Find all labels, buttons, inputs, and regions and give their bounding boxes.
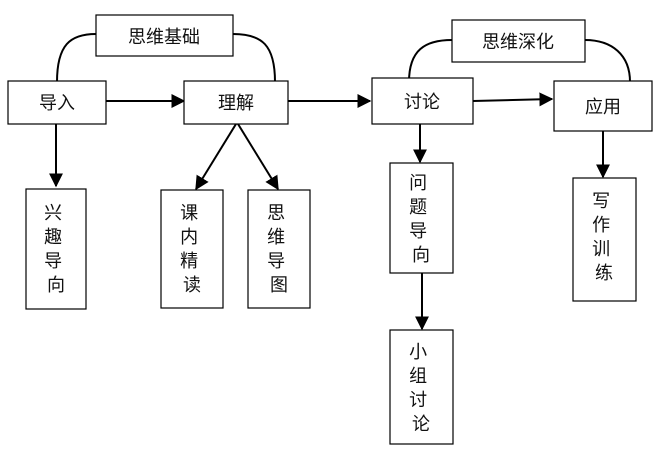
arrow-lijie-siwei-daotu bbox=[237, 123, 279, 191]
node-xingqu-daoxiang: 兴 趣 导 向 bbox=[44, 203, 68, 296]
node-siwei-shenhua-box bbox=[451, 19, 586, 63]
node-siwei-shenhua: 思维深化 bbox=[482, 32, 554, 53]
node-yingyong: 应用 bbox=[585, 97, 621, 118]
arrow-taolun-yingyong bbox=[472, 92, 554, 107]
arc-siwei-shenhua bbox=[408, 39, 453, 83]
node-kenei-jingdu-box bbox=[160, 189, 224, 309]
node-xiaozu-taolun: 小 组 讨 论 bbox=[409, 342, 433, 435]
node-taolun: 讨论 bbox=[404, 92, 440, 113]
node-siwei-daotu-box bbox=[247, 189, 311, 309]
node-xiezuo-xunlian-box bbox=[572, 177, 637, 302]
node-kenei-jingdu: 课 内 精 读 bbox=[180, 203, 204, 296]
node-xiaozu-taolun-box bbox=[389, 329, 454, 445]
node-wenti-daoxiang: 问 题 导 向 bbox=[409, 173, 433, 266]
node-wenti-daoxiang-box bbox=[389, 162, 454, 274]
arrow-lijie-kenei bbox=[195, 123, 237, 191]
node-xiezuo-xunlian: 写 作 训 练 bbox=[592, 191, 616, 284]
node-yingyong-box bbox=[553, 80, 653, 132]
node-lijie: 理解 bbox=[218, 93, 254, 114]
node-siwei-jichu-box bbox=[95, 14, 234, 57]
arc-siwei-jichu bbox=[56, 33, 97, 83]
arc-siwei-shenhua-right bbox=[584, 39, 631, 83]
arc-siwei-jichu-right bbox=[232, 33, 276, 83]
node-xingqu-daoxiang-box bbox=[25, 188, 87, 310]
node-daoru-box bbox=[7, 80, 107, 125]
node-daoru: 导入 bbox=[39, 93, 75, 114]
node-siwei-daotu: 思 维 导 图 bbox=[267, 203, 291, 296]
node-lijie-box bbox=[183, 80, 289, 125]
node-siwei-jichu: 思维基础 bbox=[128, 27, 200, 48]
node-taolun-box bbox=[371, 77, 474, 125]
